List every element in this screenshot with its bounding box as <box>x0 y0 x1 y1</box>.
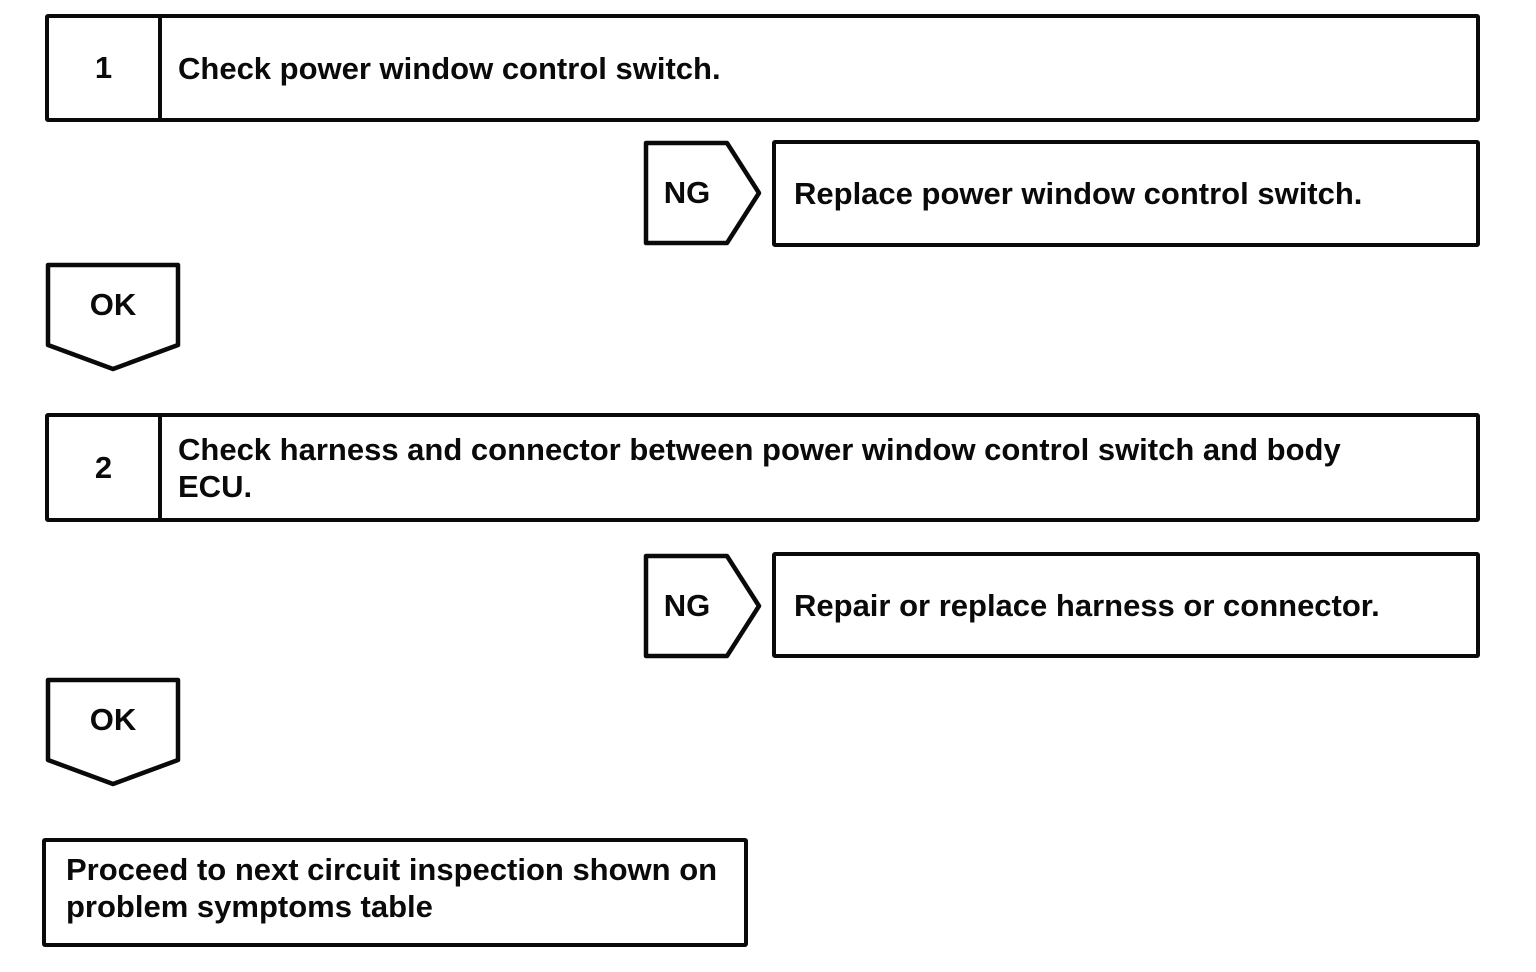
terminal-box: Proceed to next circuit inspection shown… <box>42 838 748 947</box>
step-2-box: 2 Check harness and connector between po… <box>45 413 1480 522</box>
step-2-number: 2 <box>49 417 162 518</box>
step-1-ok-label: OK <box>89 287 137 322</box>
step-2-instruction: Check harness and connector between powe… <box>178 431 1341 504</box>
ok-pointer-icon <box>45 677 181 787</box>
step-1-ok-pointer: OK <box>45 262 181 372</box>
step-1-ng-arrow: NG <box>643 140 763 246</box>
step-2-ng-arrow: NG <box>643 553 763 659</box>
step-1-ng-label: NG <box>663 175 711 210</box>
step-2-ng-action: Repair or replace harness or connector. <box>794 587 1380 623</box>
step-1-instruction: Check power window control switch. <box>178 50 721 86</box>
step-2-ng-action-box: Repair or replace harness or connector. <box>772 552 1480 658</box>
step-2-ok-pointer: OK <box>45 677 181 787</box>
ng-arrow-icon <box>643 553 762 659</box>
step-1-instruction-cell: Check power window control switch. <box>162 18 1476 118</box>
ng-arrow-icon <box>643 140 762 246</box>
step-1-number: 1 <box>49 18 162 118</box>
step-2-ok-label: OK <box>89 702 137 737</box>
step-1-box: 1 Check power window control switch. <box>45 14 1480 122</box>
step-1-ng-action-box: Replace power window control switch. <box>772 140 1480 247</box>
step-2-instruction-cell: Check harness and connector between powe… <box>162 417 1476 518</box>
step-2-ng-label: NG <box>663 588 711 623</box>
terminal-text: Proceed to next circuit inspection shown… <box>66 852 718 924</box>
ok-pointer-icon <box>45 262 181 372</box>
step-1-ng-action: Replace power window control switch. <box>794 176 1363 211</box>
